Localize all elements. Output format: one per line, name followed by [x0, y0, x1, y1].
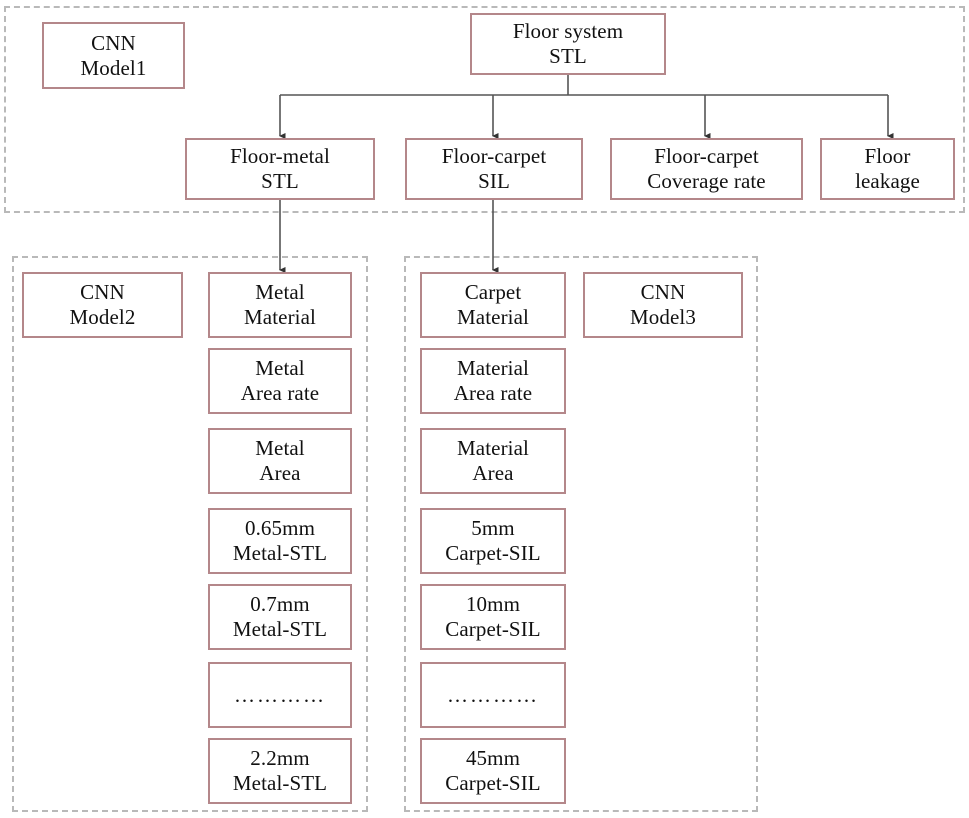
- node-label-line: Model3: [630, 305, 696, 329]
- node-label-line: 5mm: [471, 516, 515, 541]
- node-label-line: Metal: [255, 436, 305, 461]
- node-label-line: 10mm: [465, 592, 521, 617]
- node-label-line: Material: [457, 436, 529, 461]
- node-label-line: Material: [457, 356, 529, 381]
- group-cnn-model3: [404, 256, 758, 812]
- node-label-line: Floor-carpet: [654, 144, 759, 169]
- node-label-line: CNN: [80, 280, 125, 305]
- node-label-line: Carpet-SIL: [445, 771, 541, 795]
- node-label-line: Carpet: [464, 280, 522, 305]
- node-label-line: Carpet-SIL: [445, 541, 541, 565]
- node-carpet-ellipsis[interactable]: …………: [420, 662, 566, 728]
- node-label-line: Metal-STL: [232, 617, 328, 641]
- node-label-line: STL: [261, 169, 299, 193]
- node-label-line: Area: [472, 461, 514, 485]
- node-label-line: Model1: [80, 55, 147, 80]
- node-label-line: Material: [244, 305, 316, 329]
- node-label-line: 45mm: [465, 746, 521, 771]
- node-label-line: leakage: [855, 169, 920, 193]
- node-label-line: Metal: [255, 280, 305, 305]
- node-label-line: Floor-metal: [230, 144, 330, 169]
- group-cnn-model2: [12, 256, 368, 812]
- node-label-line: Floor-carpet: [441, 144, 547, 169]
- node-label-line: 0.7mm: [250, 592, 310, 617]
- node-label-line: …………: [234, 682, 326, 707]
- node-label-line: CNN: [640, 280, 686, 305]
- node-label-line: SIL: [478, 169, 510, 193]
- node-label-line: Material: [457, 305, 529, 329]
- node-label-line: Metal: [255, 356, 305, 381]
- node-label-line: Floor: [864, 144, 911, 169]
- node-label-line: Carpet-SIL: [445, 617, 541, 641]
- node-label-line: Area: [259, 461, 301, 485]
- node-label-line: Coverage rate: [647, 169, 766, 193]
- node-label-line: STL: [549, 44, 587, 68]
- group-cnn-model1: [4, 6, 965, 213]
- node-label-line: CNN: [91, 30, 136, 55]
- node-label-line: Model2: [69, 305, 136, 329]
- node-label-line: Floor system: [512, 19, 624, 44]
- node-label-line: 2.2mm: [250, 746, 310, 771]
- node-label-line: …………: [447, 682, 539, 707]
- node-label-line: 0.65mm: [244, 516, 316, 541]
- node-metal-ellipsis[interactable]: …………: [208, 662, 352, 728]
- node-label-line: Metal-STL: [232, 541, 328, 565]
- node-label-line: Area rate: [453, 381, 533, 405]
- node-label-line: Area rate: [240, 381, 320, 405]
- node-label-line: Metal-STL: [232, 771, 328, 795]
